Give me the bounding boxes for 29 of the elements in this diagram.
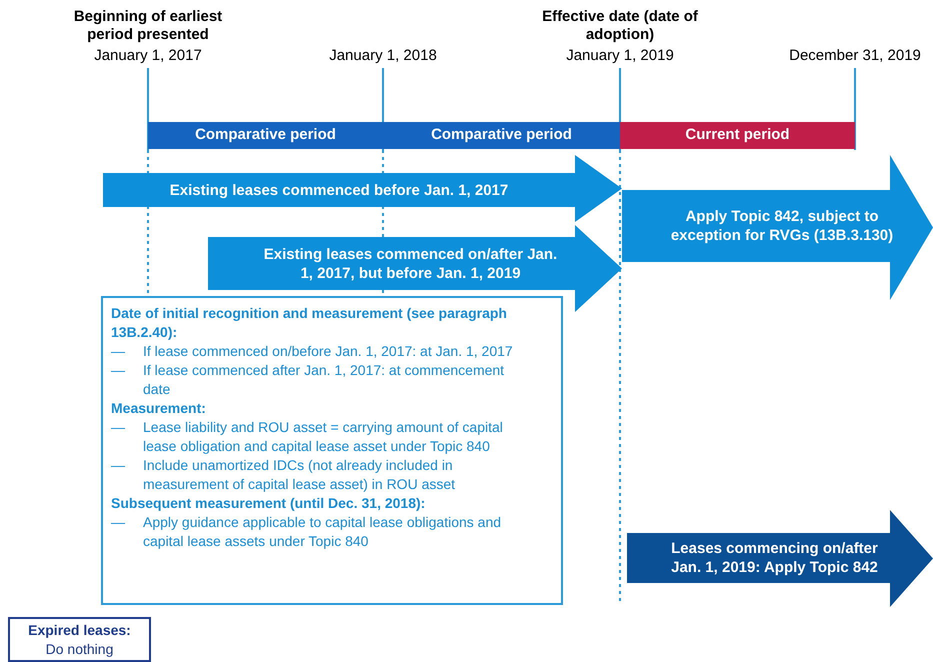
text-box <box>8 617 151 662</box>
bullet-item: — Include unamortized IDCs (not already included in measurement of capital lease asset) in ROU asset <box>111 456 456 494</box>
bullet-item: — Apply guidance applicable to capital lease obligations and capital lease assets under Topic 840 <box>111 513 502 551</box>
section-heading: Subsequent measurement (until Dec. 31, 2018): <box>111 494 426 513</box>
arrow-label: Leases commencing on/after Jan. 1, 2019: Apply Topic 842 <box>670 539 879 577</box>
timeline-heading: Effective date (date of adoption) <box>541 8 699 44</box>
block-arrow <box>627 510 933 607</box>
section-heading: Date of initial recognition and measurement (see paragraph 13B.2.40): <box>111 304 508 342</box>
period-bar: Comparative period <box>383 122 620 149</box>
block-arrow <box>208 225 622 312</box>
timeline-heading: Beginning of earliest period presented <box>72 8 224 44</box>
block-arrow <box>622 155 933 300</box>
period-bar: Current period <box>620 122 855 149</box>
section-heading: Measurement: <box>111 399 207 418</box>
edge-label: Existing leases commenced before Jan. 1, 2017 <box>170 180 508 200</box>
date-label: January 1, 2018 <box>328 47 438 65</box>
bullet-item: — Lease liability and ROU asset = carrying amount of capital lease obligation and capital lease asset under Topic 840 <box>111 418 504 456</box>
block-arrow <box>103 155 622 222</box>
section-heading: Expired leases: <box>28 620 131 640</box>
bullet-item: — If lease commenced after Jan. 1, 2017: at commencement date <box>111 361 506 399</box>
date-label: January 1, 2019 <box>565 47 675 65</box>
bullet-item: — If lease commenced on/before Jan. 1, 2017: at Jan. 1, 2017 <box>111 342 514 361</box>
arrow-label: Apply Topic 842, subject to exception for RVGs (13B.3.130) <box>670 207 894 245</box>
date-label: January 1, 2017 <box>93 47 203 65</box>
box-text: Do nothing <box>46 640 114 658</box>
edge-label: Existing leases commenced on/after Jan. 1, 2017, but before Jan. 1, 2019 <box>262 244 558 282</box>
period-bar: Comparative period <box>148 122 383 149</box>
text-box <box>101 296 563 605</box>
date-label: December 31, 2019 <box>788 47 922 65</box>
